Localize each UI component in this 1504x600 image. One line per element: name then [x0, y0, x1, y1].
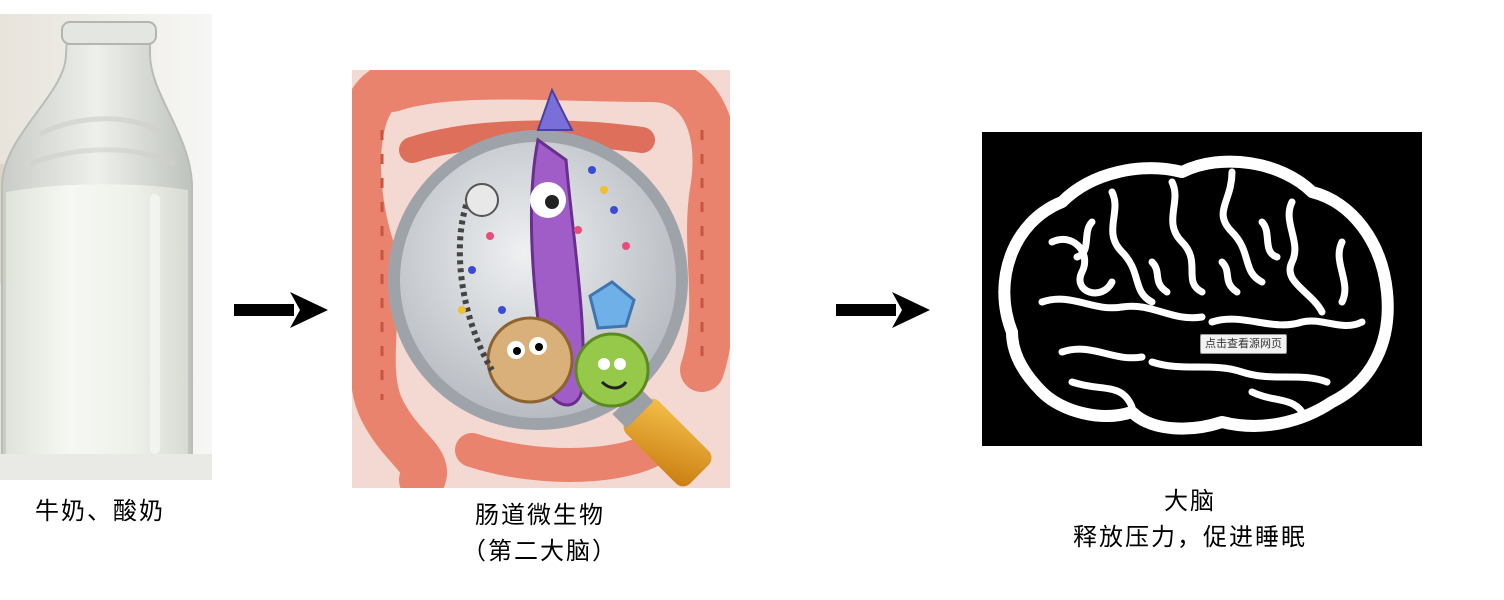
right-arrow-icon [836, 292, 930, 328]
gut-label-line1: 肠道微生物 [475, 501, 605, 529]
brain-label-line2: 释放压力，促进睡眠 [1073, 523, 1307, 551]
view-source-tooltip[interactable]: 点击查看源网页 [1200, 334, 1287, 354]
right-arrow-icon [234, 292, 328, 328]
gut-microbes-image [335, 55, 737, 503]
brain-label-line1: 大脑 [1164, 487, 1216, 515]
gut-label-line2: （第二大脑） [462, 537, 618, 565]
brain-image [982, 132, 1422, 446]
milk-label: 牛奶、酸奶 [35, 497, 165, 525]
milk-bottle-image [0, 14, 212, 480]
